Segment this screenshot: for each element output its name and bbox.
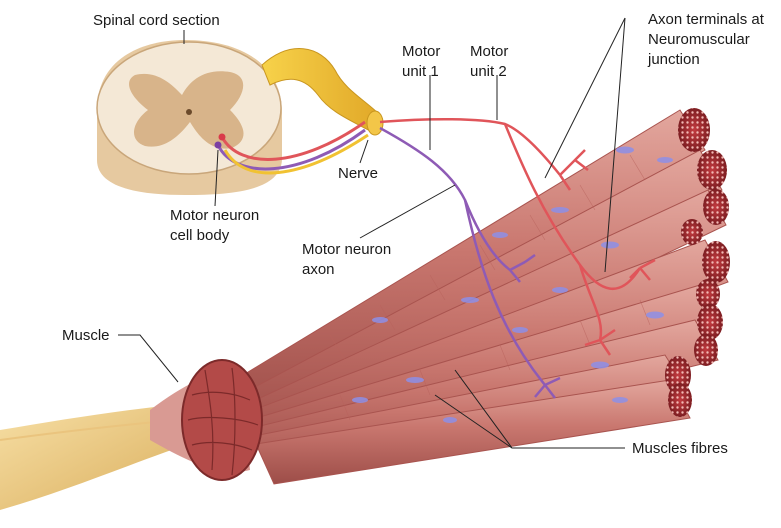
label-muscles-fibres: Muscles fibres [632,439,728,458]
label-motor-unit-1-line2: unit 1 [402,62,439,81]
label-axon-terminals-line3: junction [648,50,700,69]
label-axon-terminals-line1: Axon terminals at [648,10,764,29]
label-motor-neuron-cell-body-line2: cell body [170,226,229,245]
label-motor-unit-1-line1: Motor [402,42,440,61]
label-spinal-cord-section: Spinal cord section [93,11,220,30]
label-nerve: Nerve [338,164,378,183]
label-motor-neuron-cell-body-line1: Motor neuron [170,206,259,225]
label-motor-unit-2-line1: Motor [470,42,508,61]
muscle-cross-section [182,360,262,480]
label-axon-terminals-line2: Neuromuscular [648,30,750,49]
label-motor-unit-2-line2: unit 2 [470,62,507,81]
label-motor-neuron-axon-line1: Motor neuron [302,240,391,259]
label-motor-neuron-axon-line2: axon [302,260,335,279]
label-muscle: Muscle [62,326,110,345]
